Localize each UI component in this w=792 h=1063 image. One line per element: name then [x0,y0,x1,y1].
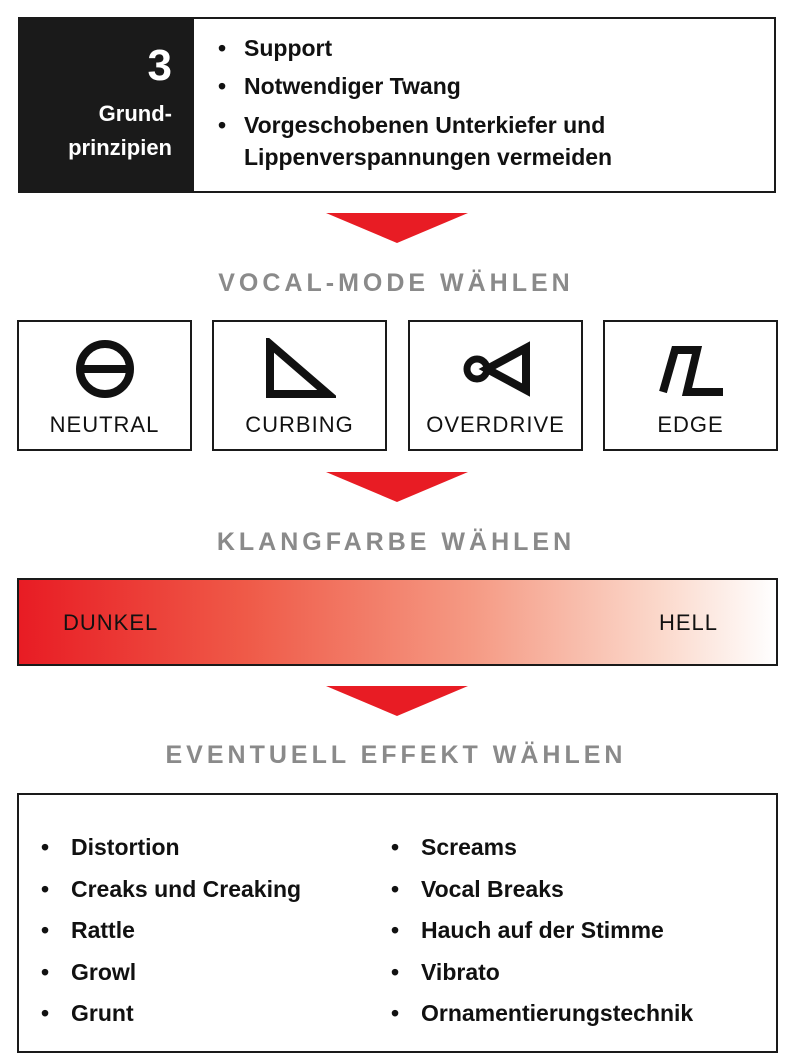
effect-text: Vocal Breaks [421,875,564,902]
effect-text: Hauch auf der Stimme [421,917,664,943]
principle-text: Notwendiger Twang [244,73,461,99]
effect-item: • Vibrato [391,952,693,994]
principle-item: • Notwendiger Twang [218,71,612,101]
principles-label: Grund- prinzipien [68,101,172,160]
mode-label: CURBING [245,412,354,437]
effect-item: • Hauch auf der Stimme [391,910,693,952]
effect-item: • Grunt [41,993,301,1035]
effect-text: Grunt [71,1000,134,1026]
effect-text: Ornamentierungstechnik [421,1000,694,1026]
principle-item: • Support [218,33,612,63]
effect-text: Distortion [71,834,180,860]
mode-box-curbing: CURBING [212,320,387,451]
mode-label: OVERDRIVE [426,412,565,437]
effect-item: • Rattle [41,910,301,952]
effect-item: • Vocal Breaks [391,869,693,911]
effect-item: • Ornamentierungstechnik [391,993,693,1035]
effect-item: • Creaks und Creaking [41,869,301,911]
effect-title: EVENTUELL EFFEKT WÄHLEN [165,741,627,769]
effect-text: Creaks und Creaking [71,875,302,902]
timbre-title: KLANGFARBE WÄHLEN [216,528,576,556]
timbre-gradient-bar: DUNKEL HELL [17,578,778,666]
effects-box: • Distortion • Creaks und Creaking • Rattle… [17,793,778,1053]
effect-text: Growl [71,958,137,985]
bullet: • [218,35,227,61]
timbre-dark-label: DUNKEL [63,610,159,635]
effect-text: Vibrato [421,958,500,985]
mode-label: EDGE [657,412,724,437]
bullet: • [41,834,50,860]
bullet: • [41,917,50,943]
bullet: • [218,112,227,138]
effects-list-left: • Distortion • Creaks und Creaking • Rattle… [41,827,301,1035]
effect-item: • Growl [41,952,301,994]
mode-label: NEUTRAL [49,412,160,437]
bullet: • [391,917,400,943]
principles-count: 3 [147,41,172,90]
effect-item: • Distortion [41,827,301,869]
principles-badge: 3 Grund- prinzipien [20,19,194,191]
principle-item: • Vorgeschobenen Unterkiefer und Lippenve… [218,109,612,173]
down-arrow-icon [326,472,468,502]
bullet: • [218,73,227,99]
edge-mode-icon [658,346,723,396]
bullet: • [391,834,400,860]
mode-box-edge: EDGE [603,320,778,451]
down-arrow-icon [326,686,468,716]
bullet: • [391,875,400,902]
bullet: • [41,958,50,985]
effects-list-right: • Screams • Vocal Breaks • Hauch auf der St… [391,827,693,1035]
overdrive-mode-icon [463,341,530,397]
vocal-mode-title: VOCAL-MODE WÄHLEN [218,269,574,297]
effect-text: Screams [421,834,517,860]
principles-box: 3 Grund- prinzipien • Support • Notwendige… [18,17,776,193]
timbre-bright-label: HELL [658,610,718,635]
bullet: • [41,1000,50,1026]
principle-text: Vorgeschobenen Unterkiefer und Lippenver… [244,112,613,170]
bullet: • [391,958,400,985]
mode-box-overdrive: OVERDRIVE [408,320,583,451]
bullet: • [391,1000,400,1026]
down-arrow-icon [326,213,468,243]
bullet: • [41,875,50,902]
mode-box-neutral: NEUTRAL [17,320,192,451]
effect-item: • Screams [391,827,693,869]
effect-text: Rattle [71,917,135,943]
curbing-mode-icon [265,338,336,398]
principles-list: • Support • Notwendiger Twang • Vorgeschobe… [194,19,612,191]
principle-text: Support [244,35,333,61]
neutral-mode-icon [75,340,134,398]
